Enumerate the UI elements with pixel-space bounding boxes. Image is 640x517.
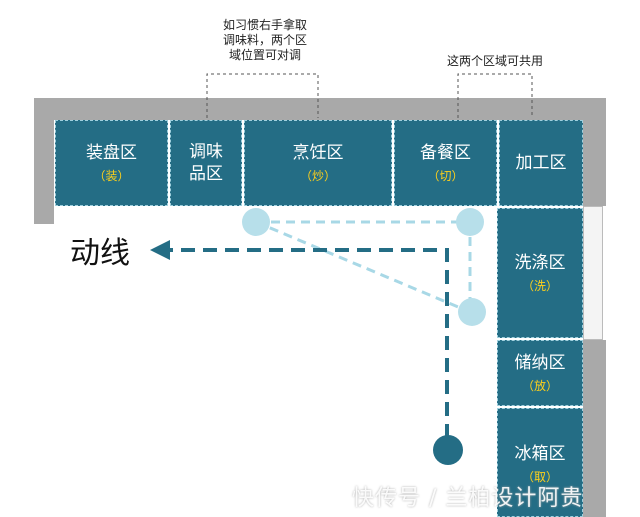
node-prep [456, 208, 484, 236]
zone-processing-name: 加工区 [515, 153, 567, 173]
wall-top [34, 98, 606, 120]
zone-seasoning-name2: 品区 [189, 164, 223, 184]
flow-label: 动线 [70, 236, 130, 271]
zone-fridge-sub: （取） [521, 470, 558, 484]
zone-plating-sub: （装） [93, 169, 130, 183]
zone-prep-sub: （切） [427, 169, 464, 183]
node-cooking [242, 208, 270, 236]
wall-right [583, 98, 606, 206]
zone-prep: 备餐区 （切） [394, 120, 497, 206]
watermark: 快传号 / 兰柏设计阿贵 [352, 486, 584, 511]
callout-swap-note: 如习惯右手拿取 调味料，两个区 域位置可对调 [205, 18, 325, 63]
zone-storage-sub: （放） [521, 379, 558, 393]
window [583, 206, 603, 340]
zone-storage-name: 储纳区 [514, 353, 566, 373]
main-path-arrowhead [150, 240, 170, 260]
node-start [433, 435, 463, 465]
zone-cooking-name: 烹饪区 [292, 143, 344, 163]
zone-storage: 储纳区 （放） [497, 340, 583, 406]
wall-right-lower [583, 340, 606, 517]
zone-washing-name: 洗涤区 [514, 253, 566, 273]
zone-plating-name: 装盘区 [86, 143, 137, 163]
secondary-path-diagonal [255, 220, 471, 314]
zone-processing: 加工区 [499, 120, 583, 206]
zone-washing: 洗涤区 （洗） [497, 208, 583, 338]
wall-left [34, 98, 54, 224]
callout-swap-line2: 调味料，两个区 [222, 33, 307, 47]
zone-seasoning: 调味 品区 [170, 120, 242, 206]
main-path [168, 248, 449, 438]
zone-washing-sub: （洗） [521, 279, 558, 293]
callout-swap-line1: 如习惯右手拿取 [222, 18, 307, 32]
zone-prep-name: 备餐区 [420, 143, 471, 163]
zone-fridge: 冰箱区 （取） [497, 408, 583, 517]
zone-plating: 装盘区 （装） [55, 120, 168, 206]
zone-fridge-name: 冰箱区 [514, 444, 566, 464]
zone-cooking-sub: （炒） [299, 169, 336, 183]
callout-swap-line3: 域位置可对调 [228, 48, 301, 62]
zone-seasoning-name1: 调味 [189, 142, 223, 162]
callout-share-note: 这两个区域可共用 [446, 54, 543, 68]
zone-cooking: 烹饪区 （炒） [244, 120, 392, 206]
node-washing [458, 298, 486, 326]
